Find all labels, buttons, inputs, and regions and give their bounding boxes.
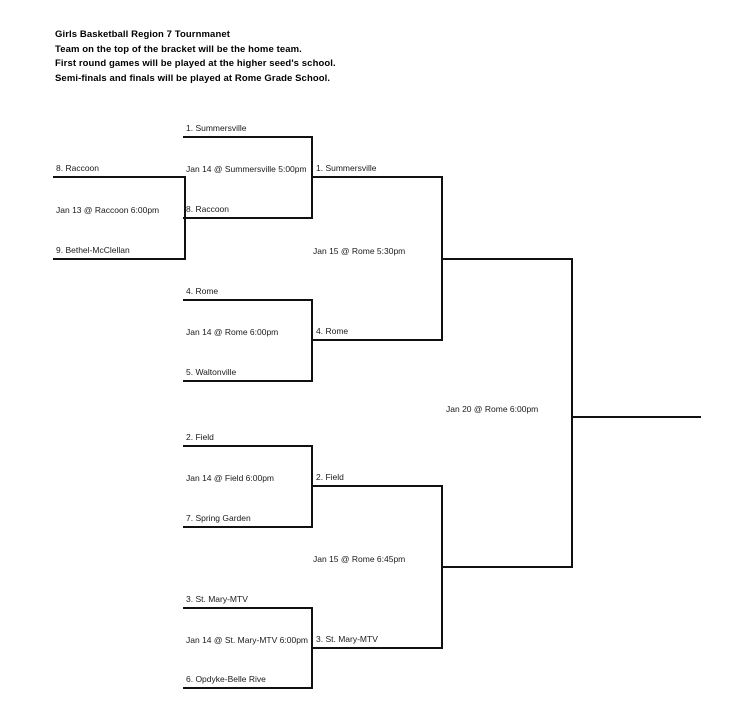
qf1-bottom-line <box>183 217 313 219</box>
qf4-bottom-line <box>183 687 313 689</box>
qf1-winner: 1. Summersville <box>316 163 377 173</box>
qf2-game-label: Jan 14 @ Rome 6:00pm <box>186 327 279 337</box>
qf2-top-line <box>183 299 313 301</box>
qf4-winner-line <box>313 647 443 649</box>
qf2-winner: 4. Rome <box>316 326 349 336</box>
playin-top-team: 8. Raccoon <box>56 163 99 173</box>
qf3-bottom-team: 7. Spring Garden <box>186 513 251 523</box>
header-note-2: First round games will be played at the … <box>55 58 336 69</box>
qf3-connector <box>311 445 313 528</box>
qf1-game-label: Jan 14 @ Summersville 5:00pm <box>186 164 307 174</box>
playin-bottom-team: 9. Bethel-McClellan <box>56 245 130 255</box>
qf4-top-team: 3. St. Mary-MTV <box>186 594 248 604</box>
qf4-connector <box>311 607 313 689</box>
playin-top-line <box>53 176 186 178</box>
sf1-winner-line <box>443 258 573 260</box>
sf2-game-label: Jan 15 @ Rome 6:45pm <box>313 554 406 564</box>
sf2-connector <box>441 485 443 649</box>
final-connector <box>571 258 573 568</box>
qf1-connector <box>311 136 313 219</box>
bracket-header: Girls Basketball Region 7 Tournmanet Tea… <box>55 28 535 86</box>
playin-bottom-line <box>53 258 186 260</box>
sf2-winner-line <box>443 566 573 568</box>
qf3-top-line <box>183 445 313 447</box>
qf3-game-label: Jan 14 @ Field 6:00pm <box>186 473 275 483</box>
qf3-top-team: 2. Field <box>186 432 214 442</box>
qf1-winner-line <box>313 176 443 178</box>
qf1-top-team: 1. Summersville <box>186 123 247 133</box>
final-game-label: Jan 20 @ Rome 6:00pm <box>446 404 539 414</box>
qf2-connector <box>311 299 313 382</box>
qf2-top-team: 4. Rome <box>186 286 219 296</box>
header-note-1: Team on the top of the bracket will be t… <box>55 43 302 55</box>
qf1-top-line <box>183 136 313 138</box>
header-note-3: Semi-finals and finals will be played at… <box>55 72 331 84</box>
qf3-bottom-line <box>183 526 313 528</box>
qf2-bottom-line <box>183 380 313 382</box>
qf4-bottom-team: 6. Opdyke-Belle Rive <box>186 674 266 684</box>
qf2-bottom-team: 5. Waltonville <box>186 367 237 377</box>
qf3-winner: 2. Field <box>316 472 344 482</box>
qf3-winner-line <box>313 485 443 487</box>
qf4-winner: 3. St. Mary-MTV <box>316 634 378 644</box>
qf1-bottom-team: 8. Raccoon <box>186 204 229 214</box>
playin-game-label: Jan 13 @ Raccoon 6:00pm <box>56 205 160 215</box>
header-title: Girls Basketball Region 7 Tournmanet <box>55 29 230 40</box>
sf1-game-label: Jan 15 @ Rome 5:30pm <box>313 246 406 256</box>
sf1-connector <box>441 176 443 341</box>
qf4-top-line <box>183 607 313 609</box>
qf2-winner-line <box>313 339 443 341</box>
qf4-game-label: Jan 14 @ St. Mary-MTV 6:00pm <box>186 635 309 645</box>
champion-line <box>573 416 701 418</box>
